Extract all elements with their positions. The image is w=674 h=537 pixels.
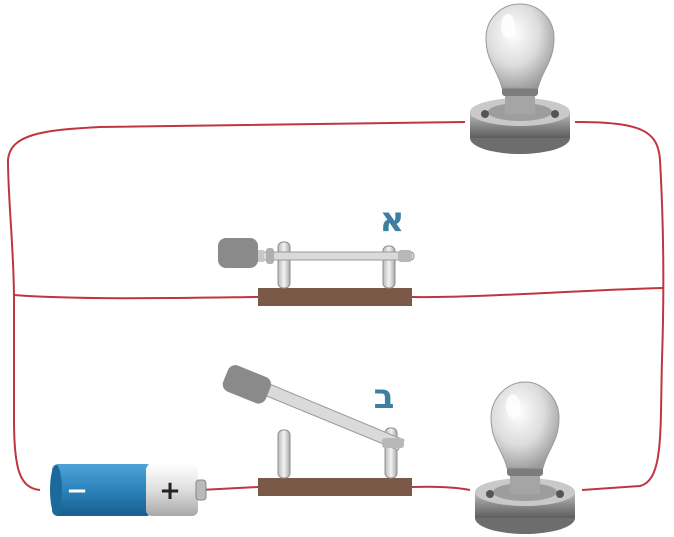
battery-negative-sign: − [66, 476, 88, 506]
switch-a-label: א [380, 200, 405, 240]
wires [6, 121, 665, 491]
light-bulb-icon [470, 3, 570, 154]
light-bulb-icon [475, 381, 575, 534]
wire-top-right [574, 121, 665, 491]
knife-switch-icon [222, 365, 412, 496]
switch-a-blade [257, 251, 415, 261]
switch-a-base [258, 288, 412, 306]
battery-cap [146, 464, 198, 516]
knife-switch-icon [218, 238, 415, 306]
wire-top-left [6, 121, 466, 491]
wire-battery-switch-b [199, 486, 259, 491]
switch-b-base [258, 478, 412, 496]
battery-positive-sign: + [159, 476, 181, 506]
wire-switch-b-bulb [411, 485, 471, 491]
switch-a-handle [218, 238, 258, 268]
battery-body [52, 464, 152, 516]
switch-b-label: ב [374, 377, 395, 417]
switch-b-handle [222, 365, 272, 404]
wire-switch-a [13, 287, 664, 300]
battery-icon [50, 464, 207, 516]
